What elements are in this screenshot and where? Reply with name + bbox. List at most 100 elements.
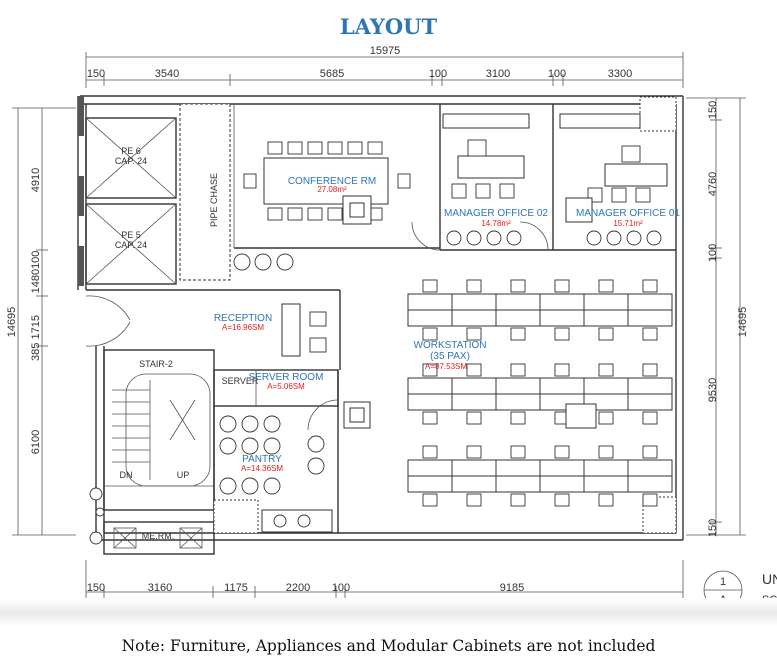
workstation-chair <box>642 327 658 341</box>
pantry-area: A=14.36SM <box>241 464 283 473</box>
workstation-desk <box>495 459 541 477</box>
workstation-chair <box>598 493 614 507</box>
bottom-dim-4: 2200 <box>286 582 310 594</box>
server-room-name: SERVER ROOM <box>249 372 324 383</box>
reception-area <box>85 289 341 370</box>
workstation-chair <box>554 363 570 377</box>
workstation-pax: (35 PAX) <box>430 351 470 362</box>
workstation-chair <box>642 279 658 293</box>
right-dim-2: 4760 <box>707 172 719 196</box>
conference-room <box>233 104 440 271</box>
workstation-desk <box>627 393 673 411</box>
workstation-chair <box>642 493 658 507</box>
workstation-desks <box>407 279 673 507</box>
workstation-desk <box>495 309 541 327</box>
workstation-desk <box>539 475 585 493</box>
top-dim-4: 100 <box>429 68 447 80</box>
left-dimension-lines <box>12 107 76 536</box>
workstation-desk <box>407 393 453 411</box>
workstation-desk <box>451 293 497 311</box>
workstation-chair <box>422 363 438 377</box>
workstation-chair <box>642 445 658 459</box>
left-dim-4: 6100 <box>30 430 42 454</box>
workstation-desk <box>627 459 673 477</box>
workstation-chair <box>554 445 570 459</box>
left-total-dim: 14695 <box>6 307 18 338</box>
workstation-desk <box>407 475 453 493</box>
workstation-chair <box>510 363 526 377</box>
lift-1-name: PE 6 <box>121 146 141 156</box>
workstation-desk <box>627 377 673 395</box>
conference-room-name: CONFERENCE RM <box>288 176 376 187</box>
workstation-chair <box>554 327 570 341</box>
workstation-chair <box>510 493 526 507</box>
bottom-dim-5: 100 <box>332 582 350 594</box>
bottom-shadow-band <box>0 598 777 626</box>
workstation-chair <box>466 327 482 341</box>
workstation-chair <box>422 493 438 507</box>
workstation-chair <box>510 411 526 425</box>
workstation-desk <box>583 377 629 395</box>
workstation-chair <box>598 363 614 377</box>
stair-2 <box>103 349 215 511</box>
workstation-chair <box>466 445 482 459</box>
waiting-chairs <box>233 253 294 271</box>
outer-walls <box>77 95 684 541</box>
workstation-chair <box>510 279 526 293</box>
legend-number: 1 <box>720 576 726 588</box>
workstation-desk <box>627 293 673 311</box>
right-dim-1: 150 <box>707 101 719 119</box>
lift-2-name: PE 5 <box>121 230 141 240</box>
workstation-desk <box>627 475 673 493</box>
workstation-desk <box>407 293 453 311</box>
top-dim-2: 3540 <box>155 68 179 80</box>
server-pantry <box>213 369 371 534</box>
workstation-area: A=87.53SM <box>425 362 467 371</box>
workstation-chair <box>642 363 658 377</box>
top-dim-7: 3300 <box>608 68 632 80</box>
conference-room-area: 27.08m² <box>317 185 347 194</box>
workstation-chair <box>466 279 482 293</box>
top-dimension-lines <box>85 52 684 88</box>
workstation-desk <box>407 309 453 327</box>
right-total-dim: 14695 <box>737 307 749 338</box>
stair-down-label: DN <box>120 470 133 480</box>
workstation-desk <box>539 293 585 311</box>
top-dim-5: 3100 <box>486 68 510 80</box>
workstation-desk <box>407 459 453 477</box>
workstation-desk <box>451 475 497 493</box>
top-dim-6: 100 <box>548 68 566 80</box>
furniture-note: Note: Furniture, Appliances and Modular … <box>121 637 656 655</box>
workstation-desk <box>495 377 541 395</box>
workstation-chair <box>598 445 614 459</box>
right-dim-4: 9530 <box>707 378 719 402</box>
bottom-dim-3: 1175 <box>224 582 248 594</box>
workstation-chair <box>422 445 438 459</box>
workstation-desk <box>583 475 629 493</box>
pantry-name: PANTRY <box>242 454 282 465</box>
right-dim-5: 150 <box>707 519 719 537</box>
workstation-desk <box>495 475 541 493</box>
workstation-desk <box>583 293 629 311</box>
workstation-chair <box>642 411 658 425</box>
reception-area: A=16.96SM <box>222 323 264 332</box>
workstation-chair <box>466 493 482 507</box>
bottom-dim-2: 3160 <box>148 582 172 594</box>
workstation-chair <box>510 445 526 459</box>
top-total-dim: 15975 <box>370 45 401 57</box>
workstation-desk <box>407 377 453 395</box>
top-dim-3: 5685 <box>320 68 344 80</box>
workstation-chair <box>554 493 570 507</box>
legend-text-1: UN <box>762 571 777 587</box>
pipe-chase-label: PIPE CHASE <box>209 173 219 227</box>
workstation-chair <box>422 279 438 293</box>
me-room <box>89 487 215 555</box>
workstation-chair <box>598 279 614 293</box>
stair-name: STAIR-2 <box>139 359 173 369</box>
workstation-desk <box>539 377 585 395</box>
top-dim-1: 150 <box>87 68 105 80</box>
layout-title: LAYOUT <box>339 14 438 39</box>
manager-office-02-name: MANAGER OFFICE 02 <box>444 208 548 219</box>
stair-up-label: UP <box>177 470 190 480</box>
workstation-chair <box>598 327 614 341</box>
